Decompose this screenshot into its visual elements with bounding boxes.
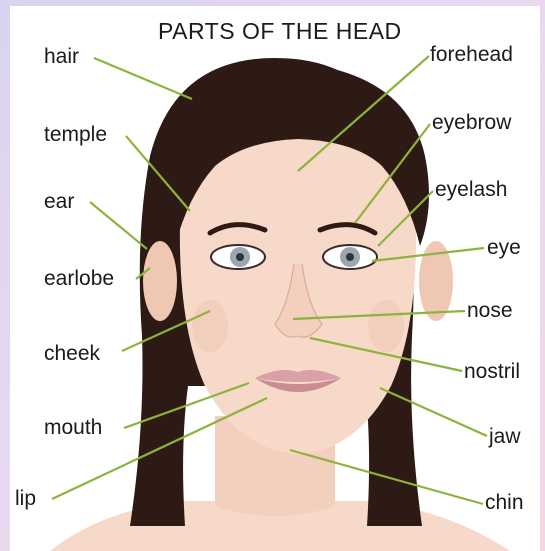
label-cheek: cheek xyxy=(44,343,100,364)
label-ear: ear xyxy=(44,191,74,212)
label-temple: temple xyxy=(44,124,107,145)
ear-line xyxy=(90,202,147,249)
label-hair: hair xyxy=(44,46,79,67)
label-eyelash: eyelash xyxy=(435,179,507,200)
left-ear-shape xyxy=(143,241,177,321)
cheek-shade-left xyxy=(192,300,228,352)
label-nose: nose xyxy=(467,300,513,321)
label-nostril: nostril xyxy=(464,361,520,382)
label-eye: eye xyxy=(487,237,521,258)
right-pupil xyxy=(346,253,354,261)
label-jaw: jaw xyxy=(489,426,521,447)
diagram-title: PARTS OF THE HEAD xyxy=(158,18,402,45)
hair-line xyxy=(94,58,192,99)
label-eyebrow: eyebrow xyxy=(432,112,511,133)
label-lip: lip xyxy=(15,488,36,509)
label-forehead: forehead xyxy=(430,44,513,65)
label-earlobe: earlobe xyxy=(44,268,114,289)
label-chin: chin xyxy=(485,492,524,513)
cheek-shade-right xyxy=(368,300,404,352)
label-mouth: mouth xyxy=(44,417,102,438)
left-pupil xyxy=(236,253,244,261)
diagram-canvas: PARTS OF THE HEAD hair temple ear earlob… xyxy=(10,6,540,551)
